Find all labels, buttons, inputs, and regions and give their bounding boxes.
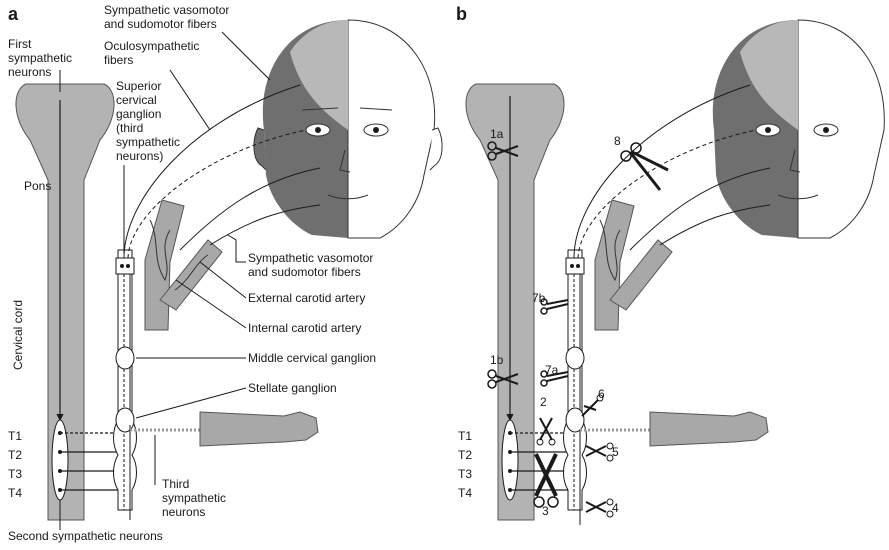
label-t2-a: T2 [8, 448, 22, 462]
label-superior-ganglion-4: (third [116, 121, 143, 135]
label-second-neurons: Second sympathetic neurons [8, 529, 163, 543]
panel-a: a [8, 3, 442, 543]
label-t2-b: T2 [458, 448, 472, 462]
panel-a-letter: a [8, 4, 19, 24]
label-t3-b: T3 [458, 467, 472, 481]
label-t3-a: T3 [8, 467, 22, 481]
label-vasomotor-mid-1: Sympathetic vasomotor [248, 251, 373, 265]
sympathetic-chain-b [564, 250, 587, 510]
label-first-neurons-2: sympathetic [8, 51, 72, 65]
head-b [713, 20, 884, 238]
lesion-label-1a: 1a [490, 127, 504, 141]
label-external-carotid: External carotid artery [248, 291, 365, 305]
label-internal-carotid: Internal carotid artery [248, 321, 361, 335]
lesion-label-4: 4 [612, 501, 619, 515]
label-middle-ganglion: Middle cervical ganglion [248, 351, 376, 365]
label-superior-ganglion-3: ganglion [116, 107, 161, 121]
label-first-neurons-1: First [8, 37, 32, 51]
lesion-label-7b: 7b [532, 291, 546, 305]
label-oculosympathetic-1: Oculosympathetic [104, 39, 199, 53]
head-a [254, 20, 442, 238]
lesion-label-2: 2 [540, 395, 547, 409]
label-t4-a: T4 [8, 486, 22, 500]
label-superior-ganglion-5: sympathetic [116, 135, 180, 149]
arm-a [200, 412, 318, 446]
stellate-ganglion-a [116, 408, 134, 432]
panel-b-letter: b [456, 4, 467, 24]
label-t4-b: T4 [458, 486, 472, 500]
label-vasomotor-top-1: Sympathetic vasomotor [104, 3, 229, 17]
common-carotid-a [145, 200, 184, 330]
superior-cervical-ganglion-a [116, 258, 134, 274]
scissors-icon-5 [586, 443, 613, 461]
lesion-label-3: 3 [542, 504, 549, 518]
sympathetic-chain-a [114, 250, 137, 510]
label-cervical-cord: Cervical cord [11, 300, 25, 370]
label-third-neurons-3: neurons [162, 505, 205, 519]
lesion-label-7a: 7a [545, 363, 559, 377]
label-superior-ganglion-2: cervical [116, 93, 157, 107]
label-t1-b: T1 [458, 429, 472, 443]
lesion-label-1b: 1b [490, 353, 504, 367]
lesion-label-6: 6 [598, 387, 605, 401]
label-stellate: Stellate ganglion [248, 381, 337, 395]
label-third-neurons-1: Third [162, 477, 189, 491]
label-vasomotor-mid-2: and sudomotor fibers [248, 265, 361, 279]
label-oculosympathetic-2: fibers [104, 53, 133, 67]
scissors-icon-3 [534, 454, 558, 507]
label-first-neurons-3: neurons [8, 65, 51, 79]
panel-b: b T1 [456, 4, 884, 525]
scissors-icon-4 [586, 499, 613, 517]
label-t1-a: T1 [8, 429, 22, 443]
scissors-icon-8 [621, 143, 668, 190]
middle-cervical-ganglion-a [116, 347, 134, 369]
arm-b [650, 412, 768, 446]
label-superior-ganglion-6: neurons) [116, 149, 163, 163]
label-third-neurons-2: sympathetic [162, 491, 226, 505]
label-vasomotor-top-2: and sudomotor fibers [104, 17, 217, 31]
label-pons: Pons [24, 179, 51, 193]
label-superior-ganglion-1: Superior [116, 79, 161, 93]
lesion-label-5: 5 [612, 445, 619, 459]
lesion-label-8: 8 [614, 134, 621, 148]
scissors-icon-2 [537, 418, 555, 445]
